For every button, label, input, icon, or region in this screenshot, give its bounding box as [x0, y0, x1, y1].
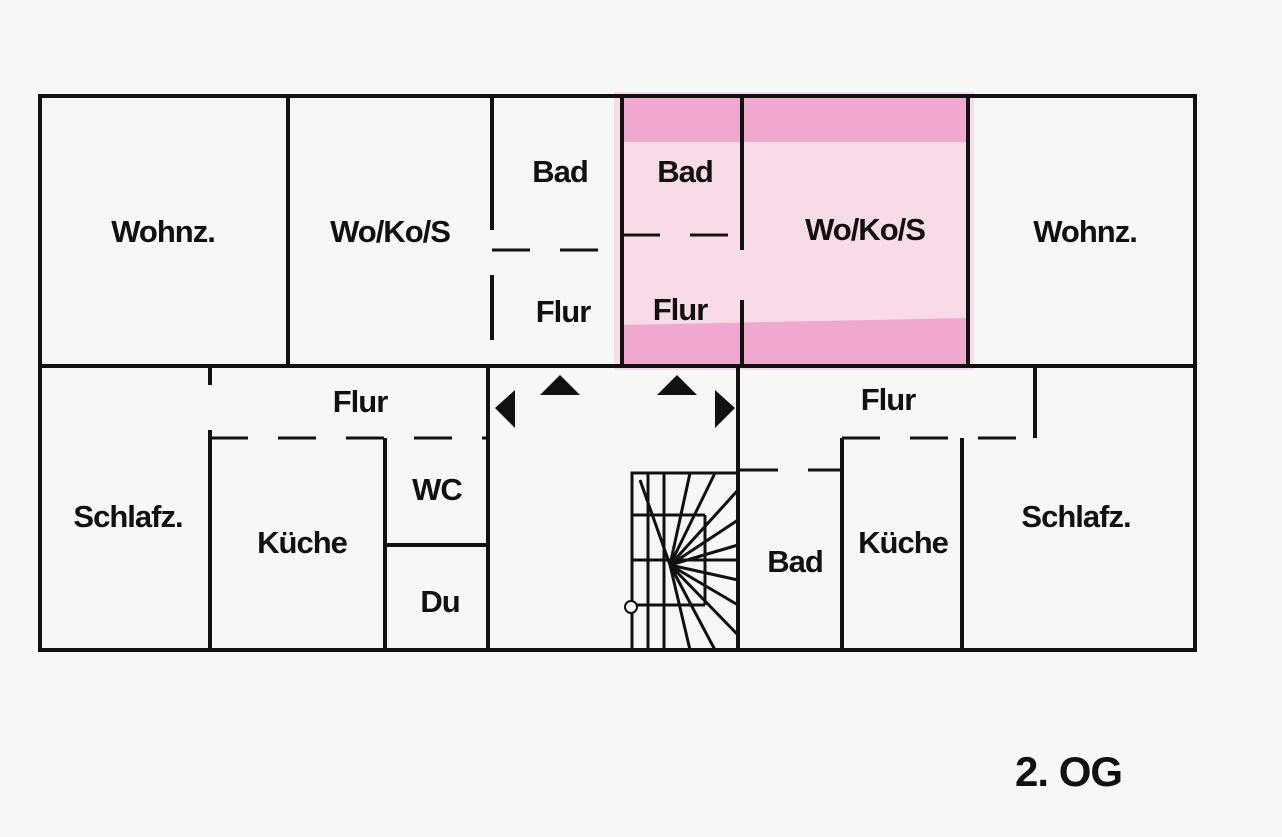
room-label: Schlafz.: [1021, 499, 1130, 534]
room-label: Flur: [861, 382, 916, 417]
room-label: WC: [412, 472, 462, 507]
room-label: Schlafz.: [73, 499, 182, 534]
entrance-arrows: [495, 375, 735, 428]
arrow-left-icon: [495, 390, 515, 428]
room-label: Du: [420, 584, 459, 619]
room-label: Flur: [536, 294, 591, 329]
room-labels: Wohnz. Wo/Ko/S Bad Bad Wo/Ko/S Wohnz. Fl…: [73, 154, 1137, 619]
room-label: Bad: [657, 154, 713, 189]
room-label: Bad: [767, 544, 823, 579]
arrow-up-icon: [657, 375, 697, 395]
room-label: Wohnz.: [1033, 214, 1137, 249]
room-label: Wo/Ko/S: [330, 214, 450, 249]
room-label: Wohnz.: [111, 214, 215, 249]
room-label: Küche: [858, 525, 949, 560]
floor-label: 2. OG: [1015, 748, 1123, 795]
arrow-right-icon: [715, 390, 735, 428]
room-label: Flur: [653, 292, 708, 327]
room-label: Küche: [257, 525, 348, 560]
highlighted-apartment: [614, 92, 974, 370]
staircase-icon: [624, 471, 740, 652]
arrow-up-icon: [540, 375, 580, 395]
room-label: Bad: [532, 154, 588, 189]
room-label: Wo/Ko/S: [805, 212, 925, 247]
room-label: Flur: [333, 384, 388, 419]
